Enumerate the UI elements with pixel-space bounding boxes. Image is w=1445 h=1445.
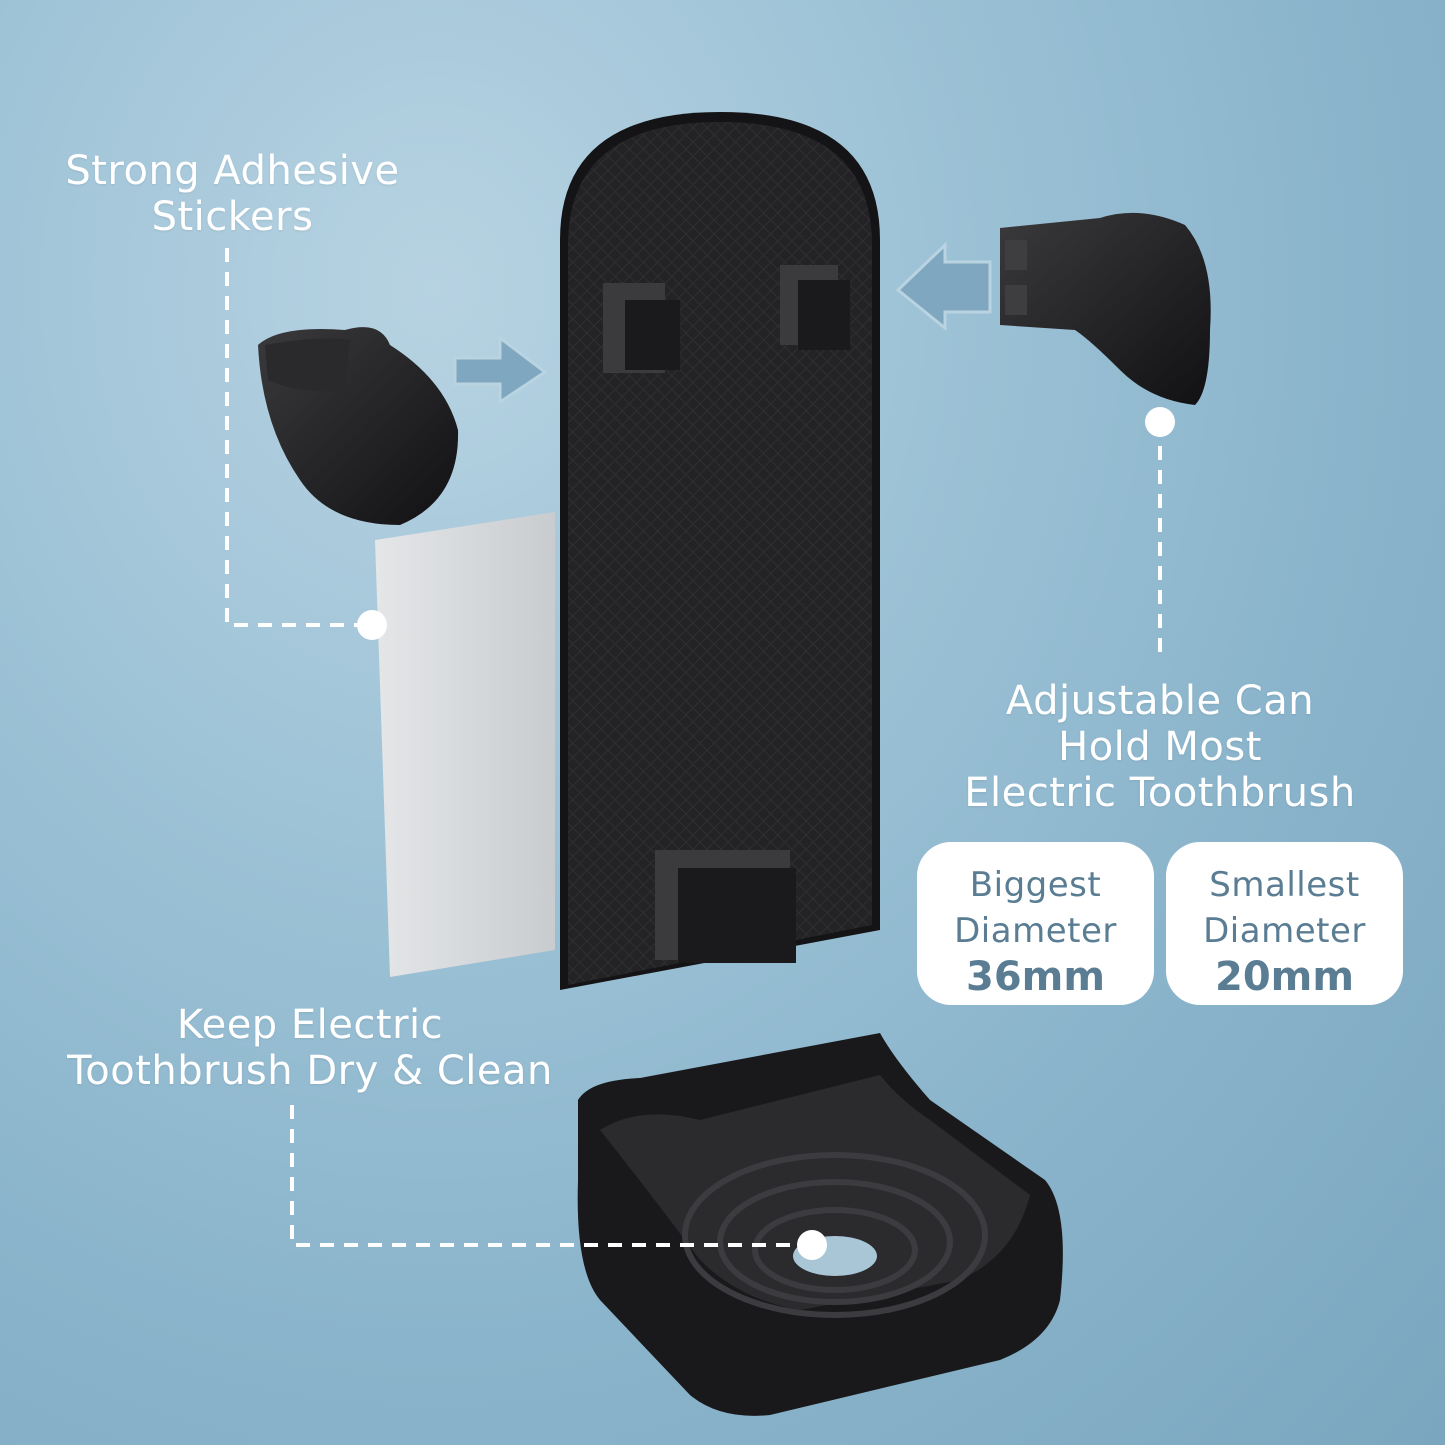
arrow-right-icon: [453, 334, 548, 405]
card-smallest-line1: Smallest: [1209, 865, 1360, 905]
card-smallest-diameter: Smallest Diameter 20mm: [1166, 842, 1403, 1005]
label-adjustable-line1: Adjustable Can: [1005, 678, 1315, 724]
dot-adhesive: [357, 610, 387, 640]
right-clip: [1000, 212, 1211, 405]
drip-tray: [577, 1033, 1063, 1416]
card-biggest-diameter: Biggest Diameter 36mm: [917, 842, 1154, 1005]
label-adjustable-line3: Electric Toothbrush: [964, 770, 1356, 816]
left-clip: [258, 327, 459, 525]
connector-adhesive: [225, 248, 372, 627]
card-biggest-line1: Biggest: [969, 865, 1102, 905]
arrow-left-icon: [895, 241, 992, 332]
dot-tray: [797, 1230, 827, 1260]
connector-lines: [225, 248, 1162, 1247]
label-adhesive-line2: Stickers: [151, 194, 314, 240]
backplate: [560, 112, 880, 990]
card-smallest-value: 20mm: [1214, 954, 1355, 1000]
dot-adjustable: [1145, 407, 1175, 437]
card-biggest-value: 36mm: [965, 954, 1106, 1000]
card-smallest-line2: Diameter: [1203, 911, 1366, 951]
label-adhesive-stickers: Strong Adhesive Stickers: [30, 148, 435, 240]
label-dry-line2: Toothbrush Dry & Clean: [67, 1048, 553, 1094]
adhesive-sticker: [375, 512, 555, 977]
label-adjustable: Adjustable Can Hold Most Electric Toothb…: [935, 678, 1385, 816]
label-adjustable-line2: Hold Most: [1058, 724, 1262, 770]
card-biggest-line2: Diameter: [954, 911, 1117, 951]
label-adhesive-line1: Strong Adhesive: [65, 148, 400, 194]
label-dry-clean: Keep Electric Toothbrush Dry & Clean: [30, 1002, 590, 1094]
connector-tray: [290, 1105, 812, 1247]
label-dry-line1: Keep Electric: [176, 1002, 444, 1048]
